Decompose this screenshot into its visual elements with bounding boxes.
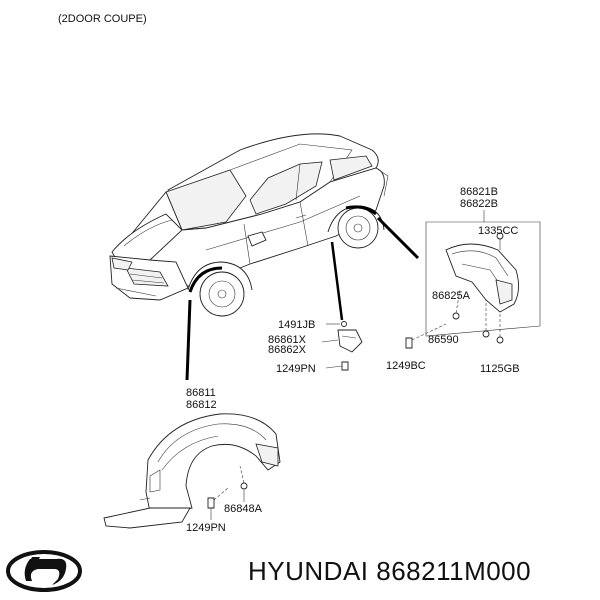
label-86811: 86811: [186, 387, 216, 399]
clip-86590: [482, 330, 490, 338]
label-86862x: 86862X: [268, 344, 307, 356]
car-illustration: [109, 133, 389, 317]
footer-caption: HYUNDAI 868211M000: [248, 556, 531, 586]
hyundai-logo: [6, 550, 82, 592]
variant-title: (2DOOR COUPE): [58, 13, 147, 25]
label-1491jb: 1491JB: [278, 319, 315, 331]
front-liner-part: [103, 413, 281, 529]
label-1249pn-mid: 1249PN: [276, 363, 316, 375]
screw-1249bc: [405, 337, 413, 349]
label-86821b: 86821B: [460, 186, 498, 198]
group-box: [425, 221, 541, 337]
label-86822b: 86822B: [460, 198, 498, 210]
rear-liner-group: [405, 210, 541, 349]
label-86848a: 86848A: [224, 503, 263, 515]
label-1335cc: 1335CC: [478, 225, 518, 237]
leader-rear-liner: [376, 216, 420, 260]
leader-front-liner: [185, 299, 192, 381]
label-1125gb: 1125GB: [480, 363, 520, 375]
mudguard-bracket: [321, 321, 363, 371]
clip-1125gb: [496, 336, 504, 344]
clip-86825a: [452, 312, 460, 320]
label-86825a: 86825A: [432, 290, 471, 302]
label-1249bc: 1249BC: [386, 360, 426, 372]
label-86590: 86590: [428, 334, 459, 346]
label-1249pn-bottom: 1249PN: [186, 522, 226, 534]
leader-mudguard: [330, 241, 344, 321]
label-86861x: 86861X: [268, 334, 307, 346]
label-86812: 86812: [186, 399, 217, 411]
